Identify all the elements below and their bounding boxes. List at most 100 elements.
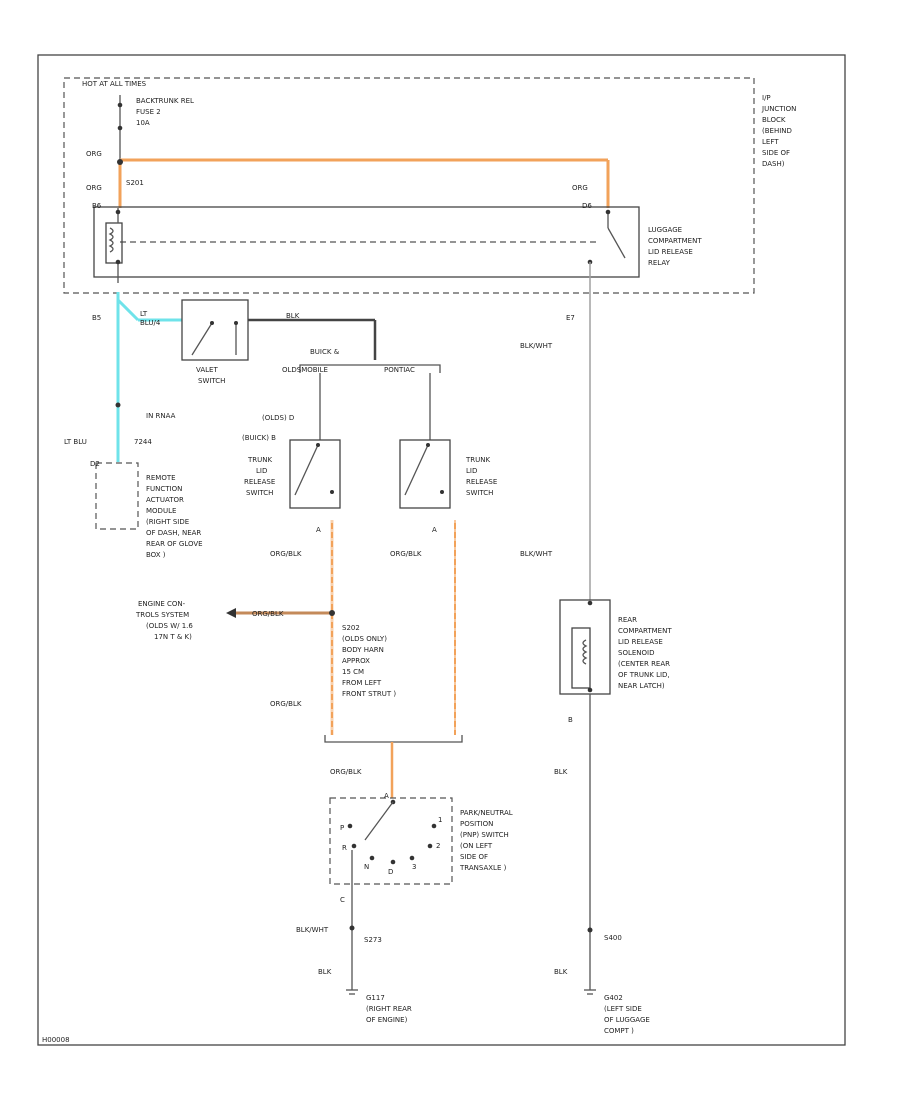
svg-text:SWITCH: SWITCH xyxy=(466,489,493,497)
engine-controls-label: ENGINE CON- TROLS SYSTEM (OLDS W/ 1.6 17… xyxy=(135,600,193,641)
splice-s201-dot xyxy=(117,159,123,165)
relay-name-label: LUGGAGE COMPARTMENT LID RELEASE RELAY xyxy=(648,226,702,267)
solenoid-box xyxy=(559,599,611,695)
solenoid-winding xyxy=(582,639,588,665)
svg-text:17N T & K): 17N T & K) xyxy=(154,633,192,641)
svg-text:ENGINE CON-: ENGINE CON- xyxy=(138,600,186,608)
trunk-switch-2-contact-bottom xyxy=(440,490,444,494)
svg-text:FUNCTION: FUNCTION xyxy=(146,485,182,493)
pin-b-label: B xyxy=(568,716,573,724)
buick-pin-label: (BUICK) B xyxy=(242,434,276,442)
svg-text:BODY HARN: BODY HARN xyxy=(342,646,384,654)
blk-wht-label-2: BLK/WHT xyxy=(520,550,553,558)
pnp-switch-outline xyxy=(329,797,453,885)
svg-text:I/P: I/P xyxy=(762,94,771,102)
pnp-selector-arm xyxy=(364,801,394,841)
trunk-switch-1-box xyxy=(289,439,341,509)
ground-g402-label: G402 (LEFT SIDE OF LUGGAGE COMPT ) xyxy=(604,994,650,1035)
svg-text:SWITCH: SWITCH xyxy=(246,489,273,497)
svg-text:RELEASE: RELEASE xyxy=(466,478,497,486)
valet-switch-arm-1 xyxy=(191,322,213,356)
pnp-3-label: 3 xyxy=(412,863,416,871)
valet-switch-label-1: VALET xyxy=(196,366,218,374)
pnp-d-label: D xyxy=(388,868,393,876)
svg-text:TRUNK: TRUNK xyxy=(465,456,490,464)
relay-coil-winding xyxy=(108,227,114,253)
svg-text:RELAY: RELAY xyxy=(648,259,671,267)
solenoid-pin-b xyxy=(587,687,593,693)
ip-junction-block-outline xyxy=(63,77,755,294)
pin-a-label-2: A xyxy=(432,526,437,534)
pnp-position-3 xyxy=(409,855,415,861)
svg-text:LUGGAGE: LUGGAGE xyxy=(648,226,682,234)
relay-box xyxy=(93,206,640,278)
fuse-terminal-bottom xyxy=(117,125,123,131)
fuse-name-label: BACKTRUNK REL xyxy=(136,97,194,105)
svg-text:REAR OF GLOVE: REAR OF GLOVE xyxy=(146,540,203,548)
engine-controls-arrow xyxy=(226,608,236,618)
svg-text:FRONT STRUT ): FRONT STRUT ) xyxy=(342,690,396,698)
pnp-position-1 xyxy=(431,823,437,829)
valet-switch-contact-2 xyxy=(234,321,238,325)
svg-text:OF DASH, NEAR: OF DASH, NEAR xyxy=(146,529,201,537)
remote-module-label: REMOTE FUNCTION ACTUATOR MODULE (RIGHT S… xyxy=(146,474,203,559)
pnp-n-label: N xyxy=(364,863,369,871)
svg-text:(RIGHT SIDE: (RIGHT SIDE xyxy=(146,518,189,526)
oldsmobile-label: OLDSMOBILE xyxy=(282,366,328,374)
org-blk-label-3: ORG/BLK xyxy=(270,700,302,708)
pin-d6-label: D6 xyxy=(582,202,592,210)
svg-text:LID RELEASE: LID RELEASE xyxy=(618,638,663,646)
olds-pin-label: (OLDS) D xyxy=(262,414,294,422)
svg-text:G117: G117 xyxy=(366,994,385,1002)
svg-text:OF ENGINE): OF ENGINE) xyxy=(366,1016,408,1024)
svg-text:TRUNK: TRUNK xyxy=(247,456,272,464)
svg-text:ACTUATOR: ACTUATOR xyxy=(146,496,184,504)
trunk-switch-1-label: TRUNK LID RELEASE SWITCH xyxy=(244,456,275,497)
lt-blu-label-2: BLU/4 xyxy=(140,319,161,327)
trunk-switch-2-contact-top xyxy=(426,443,430,447)
splice-s273-label: S273 xyxy=(364,936,382,944)
diagram-code: H00008 xyxy=(42,1036,70,1044)
org-label-3: ORG xyxy=(572,184,588,192)
svg-text:REAR: REAR xyxy=(618,616,637,624)
svg-text:LID: LID xyxy=(466,467,477,475)
org-blk-label-4: ORG/BLK xyxy=(330,768,362,776)
svg-text:FROM LEFT: FROM LEFT xyxy=(342,679,382,687)
pnp-position-p xyxy=(347,823,353,829)
trunk-switch-1-arm xyxy=(294,444,319,496)
ip-junction-label: I/P JUNCTION BLOCK (BEHIND LEFT SIDE OF … xyxy=(761,94,796,168)
ground-g402-symbol xyxy=(584,989,596,995)
pnp-switch-label: PARK/NEUTRAL POSITION (PNP) SWITCH (ON L… xyxy=(459,809,513,872)
svg-text:S202: S202 xyxy=(342,624,360,632)
lt-blu-branch xyxy=(116,298,140,322)
buick-label: BUICK & xyxy=(310,348,340,356)
pin-d2-label: D2 xyxy=(90,460,100,468)
fuse-terminal-top xyxy=(117,102,123,108)
relay-pin-b5 xyxy=(115,259,121,265)
pnp-position-n xyxy=(369,855,375,861)
svg-text:POSITION: POSITION xyxy=(460,820,493,828)
blk-label-2: BLK xyxy=(554,768,568,776)
pnp-p-label: P xyxy=(340,824,344,832)
svg-text:SIDE OF: SIDE OF xyxy=(460,853,488,861)
svg-text:LEFT: LEFT xyxy=(762,138,779,146)
remote-module-outline xyxy=(95,462,139,530)
hot-at-all-times-label: HOT AT ALL TIMES xyxy=(82,80,147,88)
svg-text:TROLS SYSTEM: TROLS SYSTEM xyxy=(135,611,189,619)
org-blk-label-2: ORG/BLK xyxy=(390,550,422,558)
code-7244-label: 7244 xyxy=(134,438,152,446)
merge-bracket xyxy=(324,735,463,743)
pnp-1-label: 1 xyxy=(438,816,442,824)
splice-s273-dot xyxy=(349,925,355,931)
svg-text:NEAR LATCH): NEAR LATCH) xyxy=(618,682,665,690)
org-label-2: ORG xyxy=(86,184,102,192)
splice-s400-dot xyxy=(587,927,593,933)
pnp-position-2 xyxy=(427,843,433,849)
svg-text:(OLDS ONLY): (OLDS ONLY) xyxy=(342,635,387,643)
solenoid-pin-top xyxy=(587,600,593,606)
svg-text:COMPT ): COMPT ) xyxy=(604,1027,634,1035)
blk-label-4: BLK xyxy=(554,968,568,976)
relay-pin-d6 xyxy=(605,209,611,215)
diagram-frame xyxy=(37,54,846,1046)
